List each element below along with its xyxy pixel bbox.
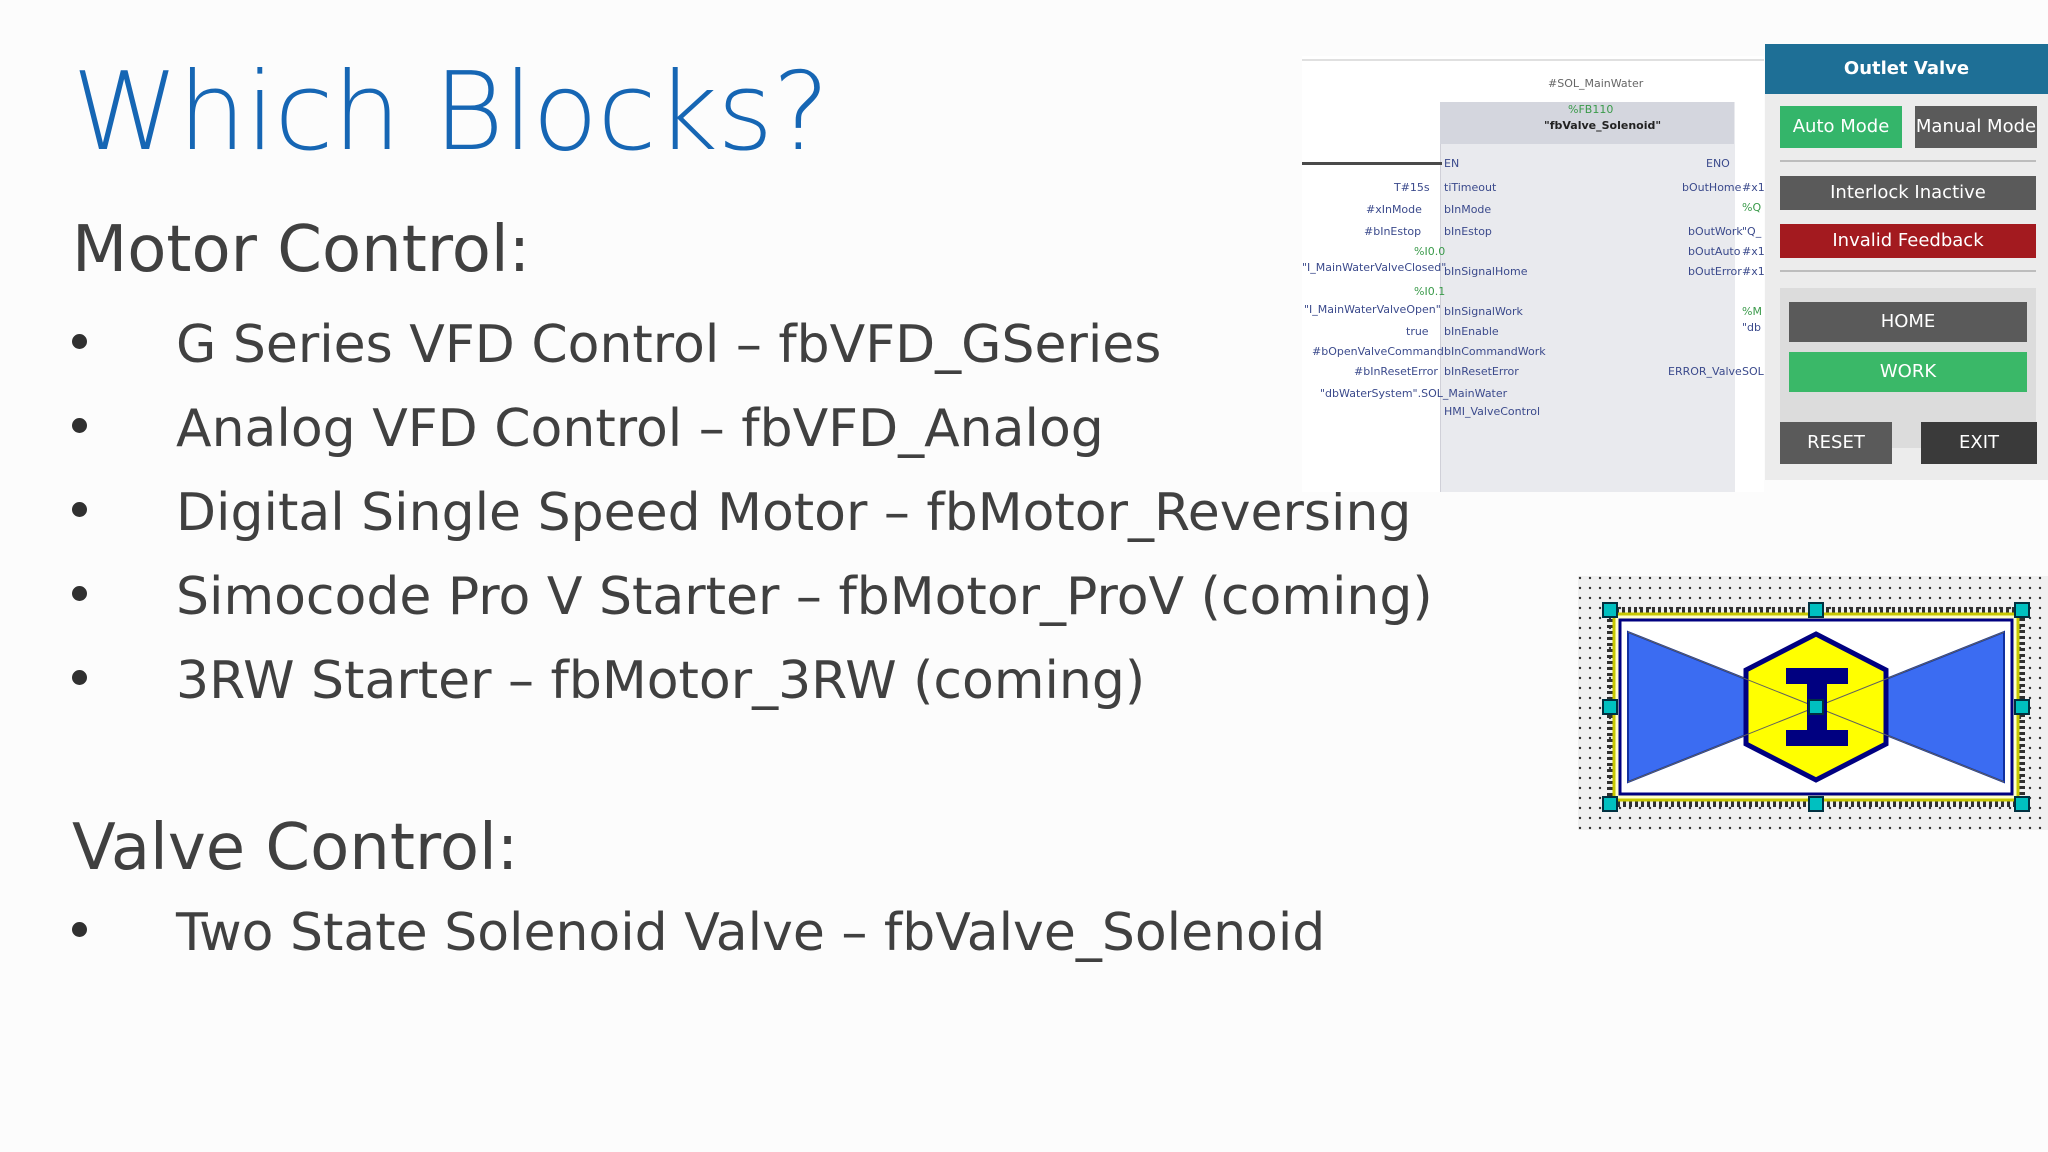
eno-pin: ENO <box>1706 157 1730 170</box>
input-pin-label: bInEnable <box>1444 325 1499 338</box>
bullet-icon <box>72 334 87 349</box>
input-pin-label: HMI_ValveControl <box>1444 405 1541 418</box>
output-tag: %Q <box>1742 201 1762 214</box>
valve-faceplate: Outlet Valve Auto Mode Manual Mode Inter… <box>1765 44 2048 480</box>
input-pin-label: tiTimeout <box>1444 181 1497 194</box>
block-type-tag: %FB110 <box>1568 103 1614 116</box>
bullet-icon <box>72 502 87 517</box>
input-wire-label: #bInEstop <box>1364 225 1422 238</box>
output-pin-label: bOutError <box>1688 265 1742 278</box>
output-tag: %M <box>1742 305 1762 318</box>
input-pin-label: bInResetError <box>1444 365 1519 378</box>
block-name: "fbValve_Solenoid" <box>1544 119 1662 132</box>
solenoid-valve-icon <box>1578 576 2048 830</box>
input-wire-label: #bInResetError <box>1354 365 1438 378</box>
input-wire-label: #xInMode <box>1366 203 1422 216</box>
en-pin: EN <box>1444 157 1460 170</box>
list-item-text: G Series VFD Control – fbVFD_GSeries <box>176 315 1162 375</box>
output-wire-label: #x1 <box>1742 181 1764 194</box>
output-pin-label: ERROR_Valve <box>1668 365 1742 378</box>
auto-mode-button[interactable]: Auto Mode <box>1780 106 1902 148</box>
input-pin-label: bInSignalHome <box>1444 265 1528 278</box>
input-wire-label: "I_MainWaterValveClosed" <box>1302 261 1447 274</box>
instance-name: #SOL_MainWater <box>1548 77 1644 90</box>
bullet-icon <box>72 586 87 601</box>
output-pin-label: bOutHome <box>1682 181 1742 194</box>
function-block-header <box>1440 102 1734 144</box>
input-wire-label: T#15s <box>1394 181 1430 194</box>
valve-control-heading: Valve Control: <box>72 811 519 885</box>
interlock-status: Interlock Inactive <box>1780 176 2036 210</box>
divider <box>1780 270 2036 272</box>
bullet-icon <box>72 670 87 685</box>
list-item-text: Analog VFD Control – fbVFD_Analog <box>176 399 1104 459</box>
output-pin-label: bOutAuto <box>1688 245 1741 258</box>
solenoid-valve-graphic[interactable] <box>1578 576 2048 830</box>
output-wire-label: "Q_ <box>1742 225 1762 238</box>
input-tag: %I0.1 <box>1414 285 1446 298</box>
work-button[interactable]: WORK <box>1789 352 2027 392</box>
feedback-status: Invalid Feedback <box>1780 224 2036 258</box>
motor-control-heading: Motor Control: <box>72 213 531 287</box>
list-item-text: Simocode Pro V Starter – fbMotor_ProV (c… <box>176 567 1433 627</box>
divider <box>1302 59 1764 61</box>
function-block-body <box>1440 102 1735 492</box>
input-pin-label: bInMode <box>1444 203 1492 216</box>
slide-title: Which Blocks? <box>72 50 830 175</box>
reset-button[interactable]: RESET <box>1780 422 1892 464</box>
bullet-icon <box>72 418 87 433</box>
output-tag: "db <box>1742 321 1762 334</box>
bullet-icon <box>72 922 87 937</box>
list-item-text: Digital Single Speed Motor – fbMotor_Rev… <box>176 483 1412 543</box>
output-wire-label: #x1 <box>1742 265 1764 278</box>
input-pin-label: bInSignalWork <box>1444 305 1523 318</box>
exit-button[interactable]: EXIT <box>1921 422 2037 464</box>
home-button[interactable]: HOME <box>1789 302 2027 342</box>
divider <box>1780 160 2036 162</box>
input-pin-label: bInCommandWork <box>1444 345 1546 358</box>
faceplate-title: Outlet Valve <box>1765 44 2048 94</box>
input-wire-label: #bOpenValveCommand <box>1312 345 1444 358</box>
function-block-diagram: #SOL_MainWater %FB110 "fbValve_Solenoid"… <box>1302 56 1764 492</box>
input-wire-label: "dbWaterSystem".SOL_MainWater <box>1320 387 1508 400</box>
output-wire-label: #x1 <box>1742 245 1764 258</box>
input-pin-label: bInEstop <box>1444 225 1492 238</box>
output-wire-label: SOL <box>1742 365 1764 378</box>
list-item-text: Two State Solenoid Valve – fbValve_Solen… <box>176 903 1326 963</box>
input-wire-label: true <box>1406 325 1429 338</box>
power-rail-wire <box>1302 162 1442 165</box>
list-item-text: 3RW Starter – fbMotor_3RW (coming) <box>176 651 1146 711</box>
input-tag: %I0.0 <box>1414 245 1446 258</box>
input-wire-label: "I_MainWaterValveOpen" <box>1304 303 1441 316</box>
output-pin-label: bOutWork <box>1688 225 1743 238</box>
manual-mode-button[interactable]: Manual Mode <box>1915 106 2037 148</box>
